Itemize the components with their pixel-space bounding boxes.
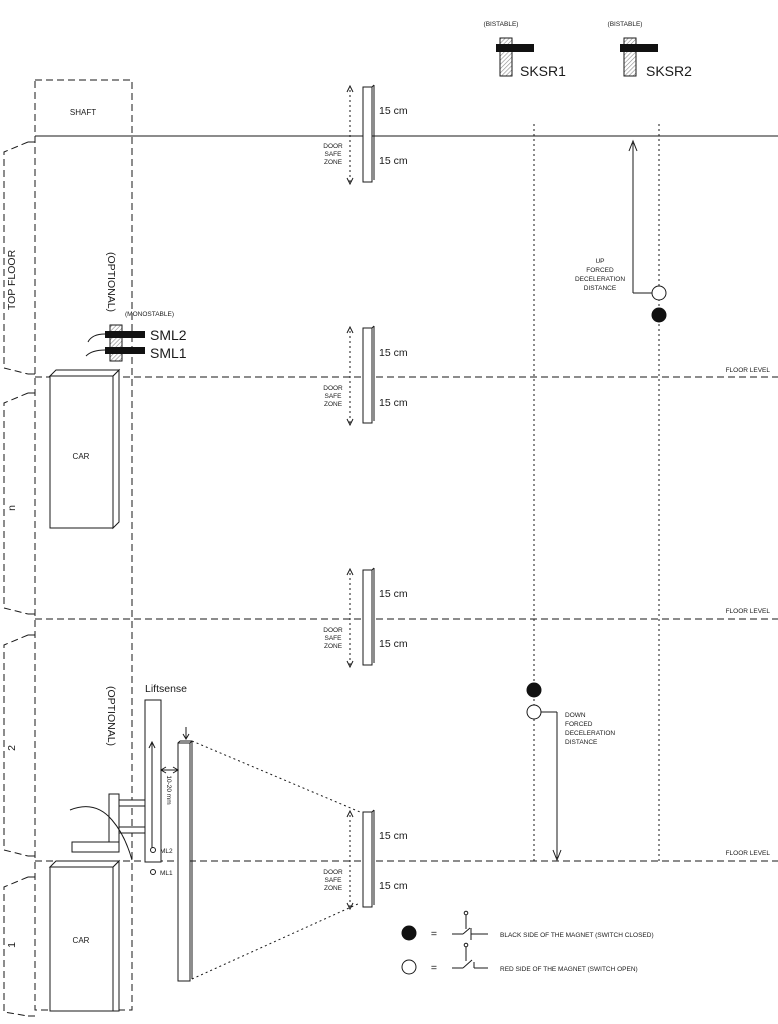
cm-2-upper: 15 cm [379,588,408,600]
ml1-label: ML1 [160,870,173,877]
door-zone-n [346,325,375,427]
cm-n-lower: 15 cm [379,397,408,409]
dsz-1-2: SAFE [325,877,343,884]
switch-closed-icon [452,910,488,940]
floor-label-top: TOP FLOOR [6,249,18,310]
sksr1-black-magnet [526,682,542,698]
cm-1-lower: 15 cm [379,880,408,892]
door-zone-1 [346,809,375,911]
floor-brackets [3,141,35,1017]
cm-1-upper: 15 cm [379,830,408,842]
shaft-label: SHAFT [70,108,96,117]
door-zone-top [346,84,375,186]
up-forced-text-1: UP [595,258,604,265]
up-forced-text-2: FORCED [586,267,614,274]
legend-equals-2: = [431,962,437,974]
sksr1-red-magnet [526,704,542,720]
liftsense-label: Liftsense [145,683,187,695]
sksr2-label: SKSR2 [646,63,692,79]
switch-open-icon [452,942,488,969]
cm-top-upper: 15 cm [379,105,408,117]
sksr1-label: SKSR1 [520,63,566,79]
dsz-2-1: DOOR [323,627,343,634]
shaft-outline [34,79,133,1011]
floor-level-label-top: FLOOR LEVEL [726,367,771,374]
ml2-label: ML2 [160,848,173,855]
sksr2-red-magnet [651,285,667,301]
floor-label-2: 2 [6,745,18,751]
down-forced-text-4: DISTANCE [565,739,598,746]
dsz-n-2: SAFE [325,393,343,400]
dsz-top-3: ZONE [324,159,343,166]
car-upper-label: CAR [73,452,90,461]
down-forced-arrow [541,711,562,862]
liftsense-sensor [69,699,361,982]
dsz-n-3: ZONE [324,401,343,408]
sksr2-switch [620,37,658,77]
cm-n-upper: 15 cm [379,347,408,359]
optional-label-top: (OPTIONAL) [105,252,117,312]
monostable-label: (MONOSTABLE) [125,311,174,318]
car-upper [48,368,121,530]
floor-label-n: n [6,505,18,511]
legend-black-circle-icon [401,925,417,941]
legend-equals-1: = [431,928,437,940]
dsz-top-2: SAFE [325,151,343,158]
dsz-1-1: DOOR [323,869,343,876]
sksr1-switch [496,37,534,77]
dsz-top-1: DOOR [323,143,343,150]
gap-label: 10-20 mm [165,775,172,804]
cm-top-lower: 15 cm [379,155,408,167]
up-forced-text-4: DISTANCE [584,285,617,292]
sml-switches [85,324,145,362]
dsz-1-3: ZONE [324,885,343,892]
sksr2-black-magnet [651,307,667,323]
floor-level-label-2: FLOOR LEVEL [726,850,771,857]
optional-label-bottom: (OPTIONAL) [105,686,117,746]
down-forced-text-2: FORCED [565,721,593,728]
floor-label-1: 1 [6,942,18,948]
cm-2-lower: 15 cm [379,638,408,650]
legend-white-circle-icon [401,959,417,975]
dsz-n-1: DOOR [323,385,343,392]
bistable-label-1: (BISTABLE) [484,21,519,28]
dsz-2-2: SAFE [325,635,343,642]
up-forced-text-3: DECELERATION [575,276,625,283]
car-lower-label: CAR [73,936,90,945]
sml2-label: SML2 [150,327,187,343]
dsz-2-3: ZONE [324,643,343,650]
up-forced-arrow [628,139,652,294]
door-zone-2 [346,567,375,669]
legend-red-text: RED SIDE OF THE MAGNET (SWITCH OPEN) [500,966,638,973]
legend-black-text: BLACK SIDE OF THE MAGNET (SWITCH CLOSED) [500,932,654,939]
floor-level-label-n: FLOOR LEVEL [726,608,771,615]
down-forced-text-3: DECELERATION [565,730,615,737]
legend [401,910,488,975]
sml1-label: SML1 [150,345,187,361]
car-lower [48,859,121,1012]
bistable-label-2: (BISTABLE) [608,21,643,28]
down-forced-text-1: DOWN [565,712,586,719]
